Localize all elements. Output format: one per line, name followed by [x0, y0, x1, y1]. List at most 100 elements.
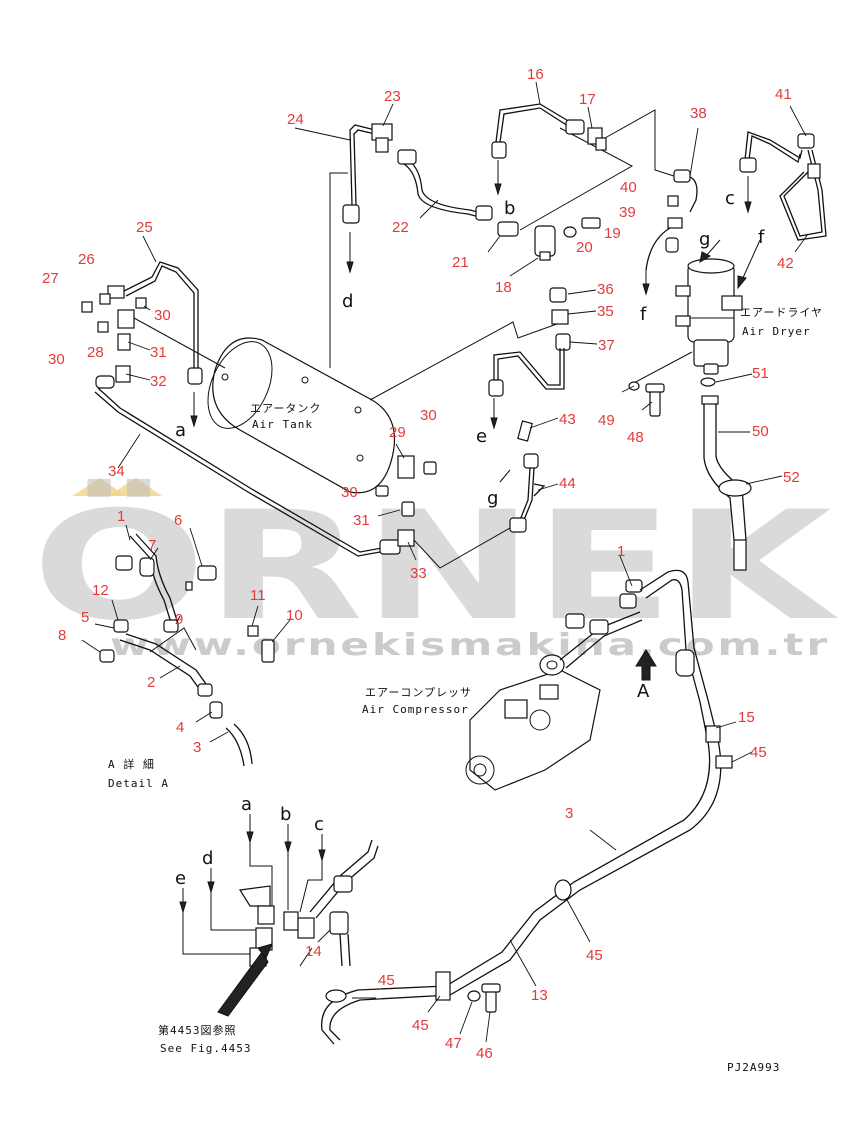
letter-b-bottom: b — [280, 804, 291, 825]
callout-50: 50 — [752, 423, 769, 440]
callout-40: 40 — [620, 179, 637, 196]
letter-a: a — [175, 420, 186, 441]
callout-36: 36 — [597, 281, 614, 298]
callout-4: 4 — [176, 719, 184, 736]
callout-numbers: 1 1 2 3 3 4 5 6 7 8 9 10 11 12 13 14 15 … — [42, 66, 800, 1062]
fitting-group-43-44 — [375, 420, 546, 569]
callout-39: 39 — [619, 204, 636, 221]
watermark-dot-right — [108, 478, 162, 496]
air-dryer: エアードライヤ Air Dryer — [628, 258, 823, 417]
callout-33: 33 — [410, 565, 427, 582]
callout-27: 27 — [42, 270, 59, 287]
leader-lines — [81, 81, 809, 1043]
letter-d-bottom: d — [202, 848, 213, 869]
air-tank: エアータンク Air Tank — [207, 337, 396, 494]
callout-12: 12 — [92, 582, 109, 599]
top-center-piping — [342, 103, 607, 261]
callout-20: 20 — [576, 239, 593, 256]
letter-g-upper: g — [699, 229, 710, 250]
callout-46: 46 — [476, 1045, 493, 1062]
callout-22: 22 — [392, 219, 409, 236]
callout-45-b: 45 — [586, 947, 603, 964]
callout-47: 47 — [445, 1035, 462, 1052]
callout-6: 6 — [174, 512, 182, 529]
watermark-website: www.ornekismakina.com.tr — [110, 628, 830, 663]
air-tank-label-jp: エアータンク — [250, 402, 321, 415]
callout-45-c: 45 — [378, 972, 395, 989]
callout-24: 24 — [287, 111, 304, 128]
callout-19: 19 — [604, 225, 621, 242]
tank-lines — [329, 109, 681, 401]
air-compressor-label-jp: エアーコンプレッサ — [365, 686, 472, 699]
see-fig-label-jp: 第4453図参照 — [158, 1023, 237, 1037]
callout-1-detail: 1 — [117, 508, 125, 525]
callout-32: 32 — [150, 373, 167, 390]
callout-9: 9 — [175, 611, 183, 628]
connection-letters: d a b e g c f g f a b c d e — [175, 188, 765, 889]
callout-31-b: 31 — [353, 512, 370, 529]
callout-3-detail: 3 — [193, 739, 201, 756]
callout-10: 10 — [286, 607, 303, 624]
callout-34: 34 — [108, 463, 125, 480]
callout-18: 18 — [495, 279, 512, 296]
callout-7: 7 — [148, 537, 156, 554]
detail-a-label-jp: A 詳 細 — [108, 757, 155, 771]
callout-3-main: 3 — [565, 805, 573, 822]
left-upper-piping — [81, 261, 401, 557]
callout-30-d: 30 — [341, 484, 358, 501]
watermark-dot-left — [72, 478, 126, 496]
callout-11: 11 — [250, 587, 266, 604]
view-arrow-label: A — [637, 681, 650, 702]
callout-31-a: 31 — [150, 344, 167, 361]
letter-f-left: f — [640, 304, 647, 325]
letter-d: d — [342, 291, 353, 312]
callout-26: 26 — [78, 251, 95, 268]
callout-48: 48 — [627, 429, 644, 446]
drawing-code: PJ2A993 — [727, 1061, 780, 1074]
letter-g-lower: g — [487, 488, 498, 509]
detail-a: A 詳 細 Detail A — [99, 533, 275, 790]
callout-16: 16 — [527, 66, 544, 83]
callout-13: 13 — [531, 987, 548, 1004]
detail-a-label-en: Detail A — [108, 777, 169, 790]
callout-15: 15 — [738, 709, 755, 726]
fitting-group-38-42 — [645, 131, 827, 271]
letter-a-bottom: a — [241, 794, 252, 815]
callout-5: 5 — [81, 609, 89, 626]
callout-30-c: 30 — [420, 407, 437, 424]
callout-37: 37 — [598, 337, 615, 354]
air-compressor-label-en: Air Compressor — [362, 703, 469, 716]
callout-35: 35 — [597, 303, 614, 320]
air-tank-label-en: Air Tank — [252, 418, 313, 431]
callout-42: 42 — [777, 255, 794, 272]
view-arrow-icon — [635, 649, 657, 681]
callout-14: 14 — [305, 943, 322, 960]
air-dryer-label-en: Air Dryer — [742, 325, 811, 338]
callout-52: 52 — [783, 469, 800, 486]
callout-45-d: 45 — [412, 1017, 429, 1034]
callout-1-main: 1 — [617, 543, 625, 560]
air-compressor: エアーコンプレッサ Air Compressor A — [362, 579, 657, 791]
fitting-group-35-37 — [488, 287, 571, 397]
callout-21: 21 — [452, 254, 469, 271]
callout-45-a: 45 — [750, 744, 767, 761]
letter-b: b — [504, 198, 515, 219]
letter-f-right: f — [758, 227, 765, 248]
callout-30-a: 30 — [154, 307, 171, 324]
callout-49: 49 — [598, 412, 615, 429]
see-fig-label-en: See Fig.4453 — [160, 1042, 251, 1055]
callout-17: 17 — [579, 91, 596, 108]
air-dryer-label-jp: エアードライヤ — [740, 306, 823, 319]
callout-8: 8 — [58, 627, 66, 644]
letter-c: c — [725, 188, 735, 209]
letter-c-bottom: c — [314, 814, 324, 835]
callout-38: 38 — [690, 105, 707, 122]
callout-44: 44 — [559, 475, 576, 492]
letter-e-bottom: e — [175, 868, 186, 889]
callout-23: 23 — [384, 88, 401, 105]
connection-arrows — [179, 160, 761, 914]
callout-43: 43 — [559, 411, 576, 428]
callout-41: 41 — [775, 86, 792, 103]
callout-30-b: 30 — [48, 351, 65, 368]
